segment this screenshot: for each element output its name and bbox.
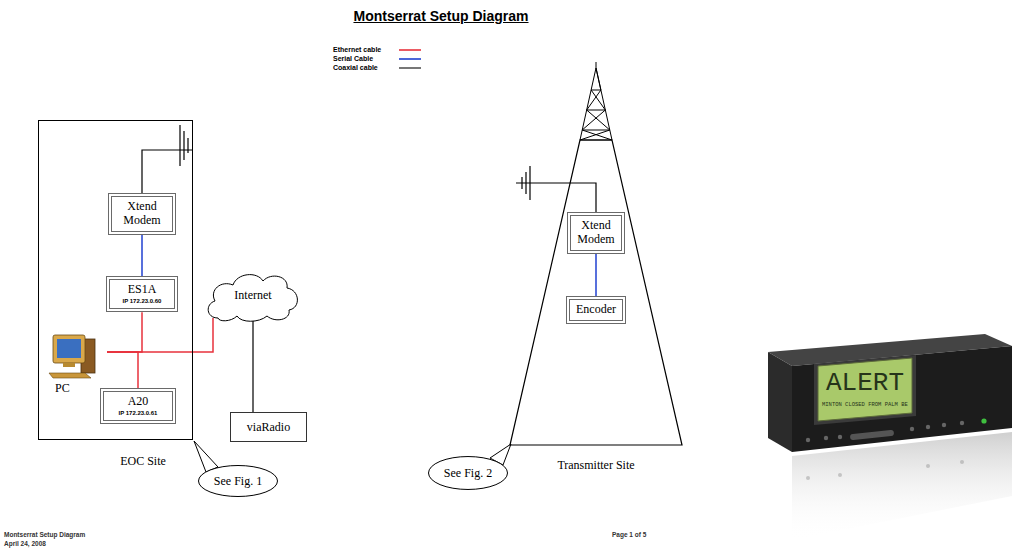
legend-row: Serial Cable bbox=[333, 55, 421, 62]
legend-row: Coaxial cable bbox=[333, 64, 421, 71]
legend-row: Ethernet cable bbox=[333, 46, 421, 53]
node-label: Encoder bbox=[575, 303, 617, 317]
device-box: A20IP 172.23.0.61 bbox=[100, 388, 176, 424]
legend-text: Coaxial cable bbox=[333, 64, 399, 71]
antenna-symbol bbox=[516, 166, 596, 212]
node-label: See Fig. 2 bbox=[444, 466, 492, 481]
node-label: Internet bbox=[234, 288, 271, 303]
cable-connector bbox=[107, 318, 213, 352]
node-label: IP 172.23.0.61 bbox=[109, 409, 167, 417]
display-text: ALERT bbox=[826, 369, 904, 398]
legend-swatch bbox=[399, 47, 421, 53]
node-label: Transmitter Site bbox=[505, 458, 687, 473]
legend-swatch bbox=[399, 56, 421, 62]
modem-box: Xtend Modem bbox=[567, 212, 625, 254]
legend-swatch bbox=[399, 65, 421, 71]
antenna-symbol bbox=[142, 125, 192, 193]
service-box: viaRadio bbox=[230, 412, 307, 442]
modem-box: Xtend Modem bbox=[108, 193, 176, 235]
pc-icon: PC bbox=[45, 333, 107, 393]
cable-connector bbox=[107, 352, 138, 388]
callout-bubble: See Fig. 1 bbox=[198, 465, 278, 497]
node-label: ES1A bbox=[115, 283, 169, 297]
cable-connector bbox=[107, 312, 142, 352]
footer-date: April 24, 2008 bbox=[4, 540, 46, 547]
footer-text: Montserrat Setup Diagram bbox=[4, 531, 85, 538]
cable-connector bbox=[252, 319, 254, 412]
encoder-box: Encoder bbox=[566, 296, 626, 324]
legend-text: Serial Cable bbox=[333, 55, 399, 62]
node-label: A20 bbox=[109, 395, 167, 409]
page-number: Page 1 of 5 bbox=[612, 531, 646, 538]
callout-bubble: See Fig. 2 bbox=[428, 456, 508, 490]
legend-text: Ethernet cable bbox=[333, 46, 399, 53]
node-label: IP 172.23.0.60 bbox=[115, 297, 169, 305]
node-label: viaRadio bbox=[247, 420, 290, 435]
node-label: Xtend Modem bbox=[117, 200, 167, 228]
node-label: PC bbox=[55, 381, 70, 396]
transmitter-site: Transmitter SiteXtend ModemEncoder bbox=[505, 130, 687, 448]
display-text: MINTON CLOSED FROM PALM BE bbox=[822, 402, 908, 408]
receiver-photo bbox=[768, 334, 1012, 540]
cable-connector bbox=[595, 254, 597, 296]
lattice-tower bbox=[580, 62, 612, 140]
pc-outline bbox=[45, 333, 107, 393]
node-label: Xtend Modem bbox=[576, 219, 616, 247]
trap-outline bbox=[505, 130, 687, 448]
node-label: See Fig. 1 bbox=[214, 474, 262, 489]
cable-connector bbox=[141, 235, 143, 276]
diagram-title: Montserrat Setup Diagram bbox=[291, 8, 591, 24]
node-label: EOC Site bbox=[39, 454, 192, 469]
internet-cloud: Internet bbox=[203, 268, 303, 322]
switch-box: ES1AIP 172.23.0.60 bbox=[106, 276, 178, 312]
site-boundary: EOC SiteXtend ModemES1AIP 172.23.0.60PCA… bbox=[38, 120, 193, 440]
